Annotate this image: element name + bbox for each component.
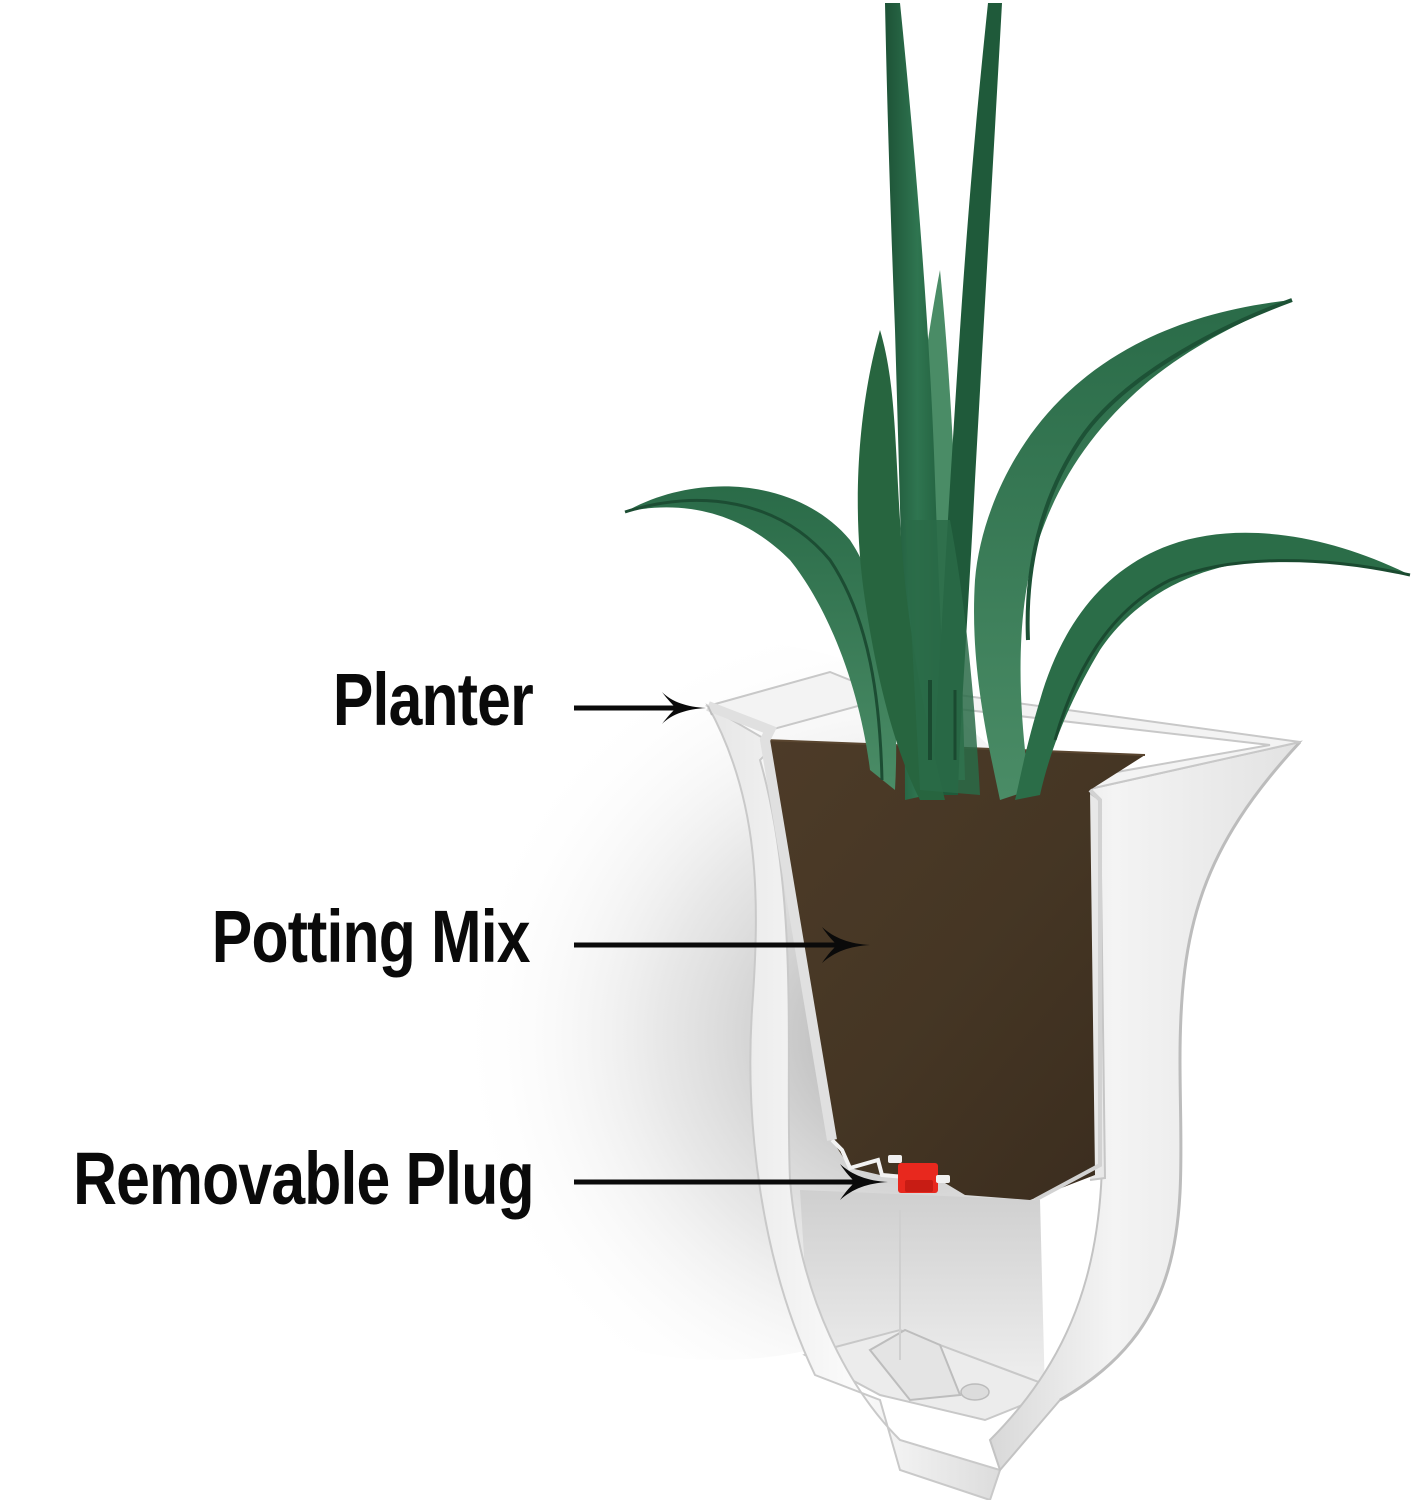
label-removable-plug: Removable Plug xyxy=(73,1137,534,1220)
label-potting-mix: Potting Mix xyxy=(212,895,531,978)
removable-plug-part xyxy=(888,1155,950,1193)
arrow-right-icon xyxy=(574,692,706,724)
potting-mix xyxy=(765,740,1145,1200)
plant-leaves xyxy=(624,3,1411,800)
reservoir-back xyxy=(800,1190,1045,1395)
label-planter: Planter xyxy=(333,658,534,741)
arrow-right-icon xyxy=(574,1164,888,1200)
arrow-right-icon xyxy=(574,927,870,963)
